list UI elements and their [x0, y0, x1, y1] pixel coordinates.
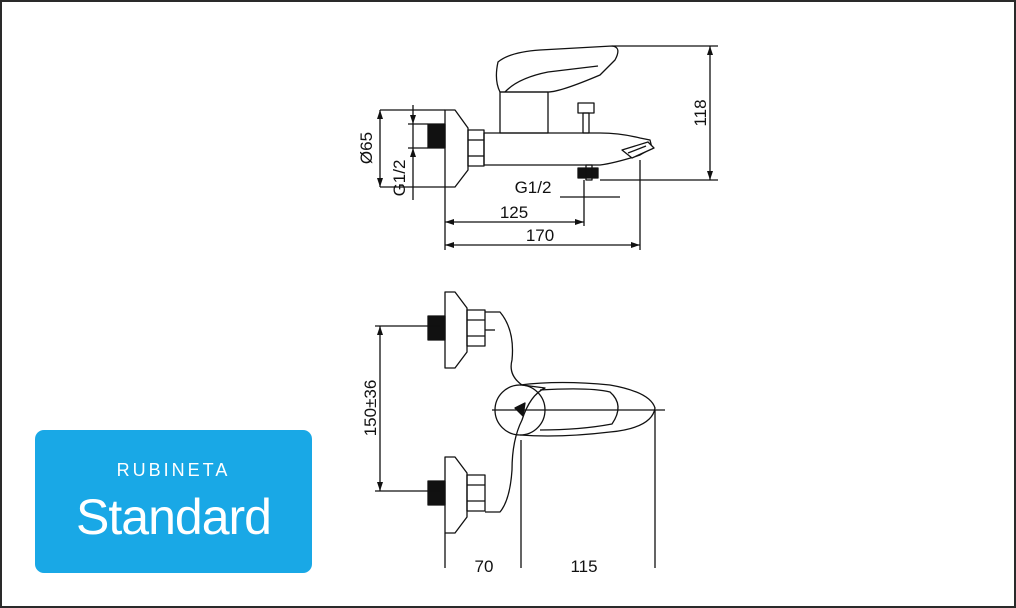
label-inlet-thread: G1/2 [390, 160, 409, 197]
label-diameter: Ø65 [357, 132, 376, 164]
side-escutcheon [444, 109, 469, 188]
label-axis-to-handle: 115 [570, 557, 597, 576]
top-arm-body [485, 311, 546, 513]
side-cartridge-neck [499, 91, 549, 134]
top-escutcheon-lower [444, 456, 468, 534]
label-height: 118 [691, 99, 710, 126]
brand-top-text: RUBINETA [116, 460, 231, 480]
side-spout-tip [621, 141, 655, 159]
label-spout-offset: 125 [500, 203, 528, 222]
side-lever-handle [495, 45, 619, 93]
side-view [379, 45, 718, 250]
label-total-depth: 170 [526, 226, 554, 245]
dimension-labels: Ø65 G1/2 G1/2 125 170 118 150±36 70 115 [357, 99, 710, 576]
side-inlet-thread [427, 123, 446, 149]
brand-logo: RUBINETA Standard [35, 430, 312, 573]
side-diverter-knob [577, 102, 595, 114]
top-lever [519, 381, 656, 437]
label-outlet-thread: G1/2 [515, 178, 552, 197]
side-shower-outlet [577, 167, 599, 179]
top-view [375, 291, 665, 568]
label-inlet-to-axis: 70 [475, 557, 494, 576]
brand-main-text: Standard [76, 489, 272, 545]
top-escutcheon-upper [444, 291, 468, 369]
side-hex-nut [467, 129, 485, 167]
label-center-distance: 150±36 [361, 380, 380, 437]
dimension-arrows [377, 46, 713, 491]
